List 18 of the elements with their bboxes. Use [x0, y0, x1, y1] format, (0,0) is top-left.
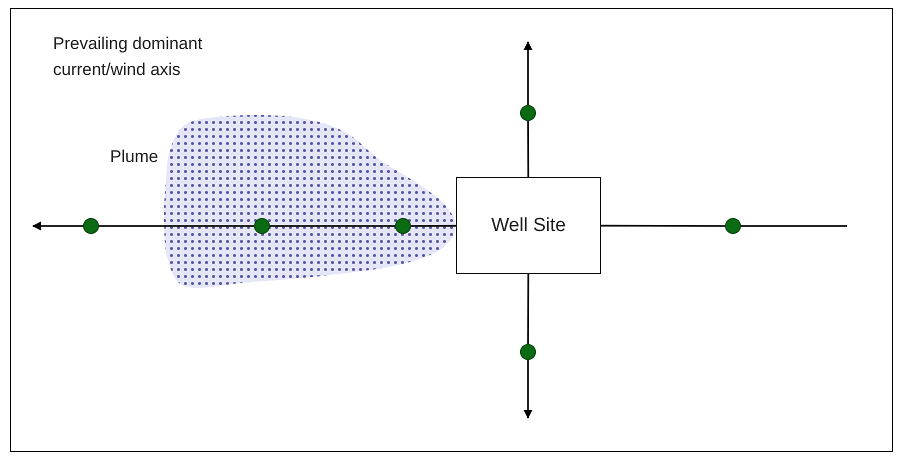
- sampling-point: [520, 344, 536, 360]
- axis-arrow: [524, 360, 532, 419]
- axis-line: [741, 225, 847, 227]
- sampling-point: [83, 218, 99, 234]
- axis-line: [99, 225, 254, 227]
- axis-line: [527, 121, 530, 177]
- axis-arrow: [524, 41, 532, 105]
- sampling-point: [520, 105, 536, 121]
- axis-line: [601, 224, 725, 227]
- axis-line: [270, 225, 395, 227]
- axis-note: Prevailing dominant current/wind axis: [53, 33, 204, 81]
- axis-line: [411, 224, 456, 227]
- well-site-box: [456, 177, 601, 274]
- site-label: Well Site: [491, 214, 566, 236]
- axis-line: [527, 274, 530, 344]
- axis-arrow: [32, 222, 83, 230]
- sampling-point: [725, 218, 741, 234]
- plume-label: Plume: [110, 146, 160, 168]
